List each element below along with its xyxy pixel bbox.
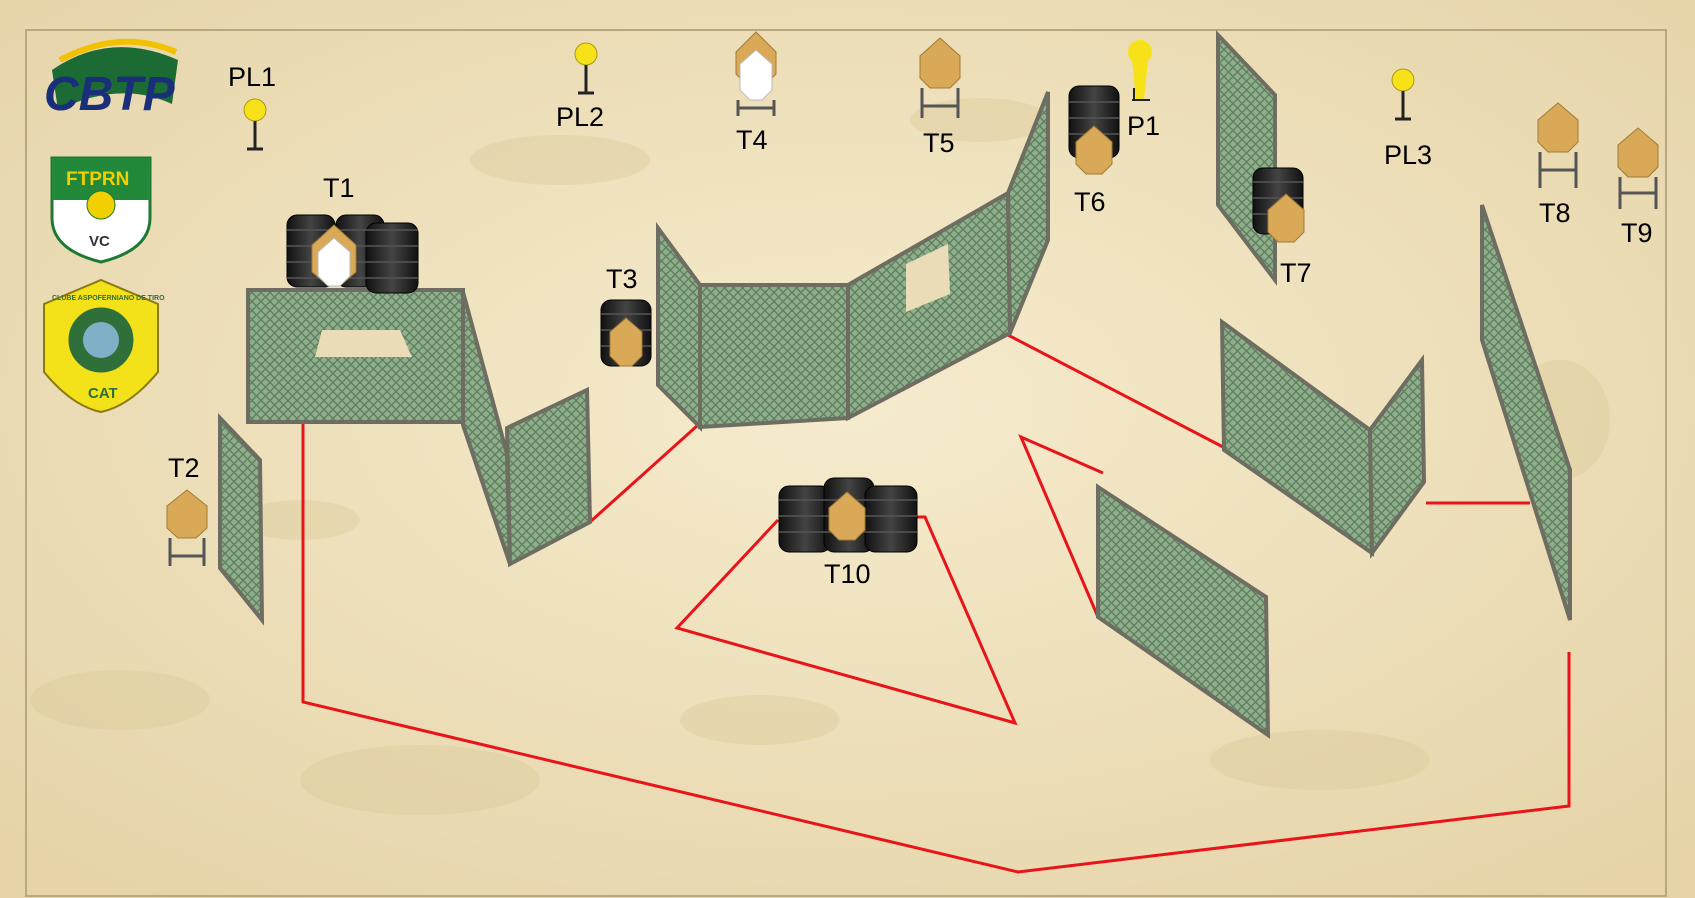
labels: PL1 PL2 PL3 P1 T1 T2 T3 T4 T5 T6 T7 T8 T…	[168, 62, 1653, 589]
logo-ftprn-mark: VC	[89, 233, 110, 250]
wall-t1-window	[315, 330, 412, 357]
target-t3	[609, 317, 643, 367]
wall-t2	[218, 413, 265, 626]
label-t7: T7	[1280, 258, 1312, 288]
plates	[243, 40, 1415, 151]
target-t9	[1617, 127, 1659, 209]
fault-line-t3-gap	[588, 423, 700, 524]
label-t4: T4	[736, 125, 768, 155]
stage-border	[25, 29, 1667, 897]
wall-center-window	[906, 244, 950, 312]
walls	[218, 29, 1572, 739]
logo-ftprn-text: FTPRN	[66, 169, 129, 190]
wall-right-right	[1367, 354, 1427, 559]
label-t3: T3	[606, 264, 638, 294]
label-pl1: PL1	[228, 62, 276, 92]
logo-club-ring: CLUBE ASPOFERNIANO DE TIRO	[52, 295, 165, 302]
target-t5	[919, 37, 961, 118]
label-t8: T8	[1539, 198, 1571, 228]
label-pl3: PL3	[1384, 140, 1432, 170]
wall-t1-angled	[504, 386, 593, 568]
targets	[166, 31, 1659, 566]
target-t10	[828, 491, 866, 541]
fault-line-t10	[674, 515, 1018, 726]
label-t10: T10	[824, 559, 871, 589]
target-t8	[1537, 102, 1579, 188]
target-t1-noshoot	[311, 224, 357, 287]
fault-line-center	[1005, 332, 1224, 449]
label-t2: T2	[168, 453, 200, 483]
plate-pl2	[574, 42, 598, 95]
logo-cbtp: CBTP	[44, 38, 178, 121]
fault-line-perimeter	[301, 421, 1571, 874]
label-pl2: PL2	[556, 102, 604, 132]
fault-line-wedge	[1018, 434, 1104, 618]
plate-pl1	[243, 98, 267, 151]
label-t6: T6	[1074, 187, 1106, 217]
label-p1: P1	[1127, 111, 1160, 141]
fault-lines	[301, 332, 1571, 874]
target-t2	[166, 489, 208, 566]
target-t6	[1075, 125, 1113, 175]
wall-center-wedge	[1096, 483, 1271, 739]
label-t1: T1	[323, 173, 355, 203]
label-t9: T9	[1621, 218, 1653, 248]
popper-p1	[1128, 40, 1152, 101]
target-t4	[735, 31, 777, 116]
logo-ftprn: FTPRN VC	[50, 156, 152, 264]
logo-club-sub: CAT	[88, 385, 118, 402]
label-t5: T5	[923, 128, 955, 158]
plate-pl3	[1391, 68, 1415, 121]
logo-cbtp-text: CBTP	[44, 68, 176, 121]
wall-far-right	[1480, 204, 1572, 621]
logo-club: CLUBE ASPOFERNIANO DE TIRO CAT	[43, 278, 165, 414]
target-t7	[1267, 193, 1305, 243]
wall-t6-side	[1005, 91, 1050, 334]
wall-center-front	[698, 283, 850, 430]
